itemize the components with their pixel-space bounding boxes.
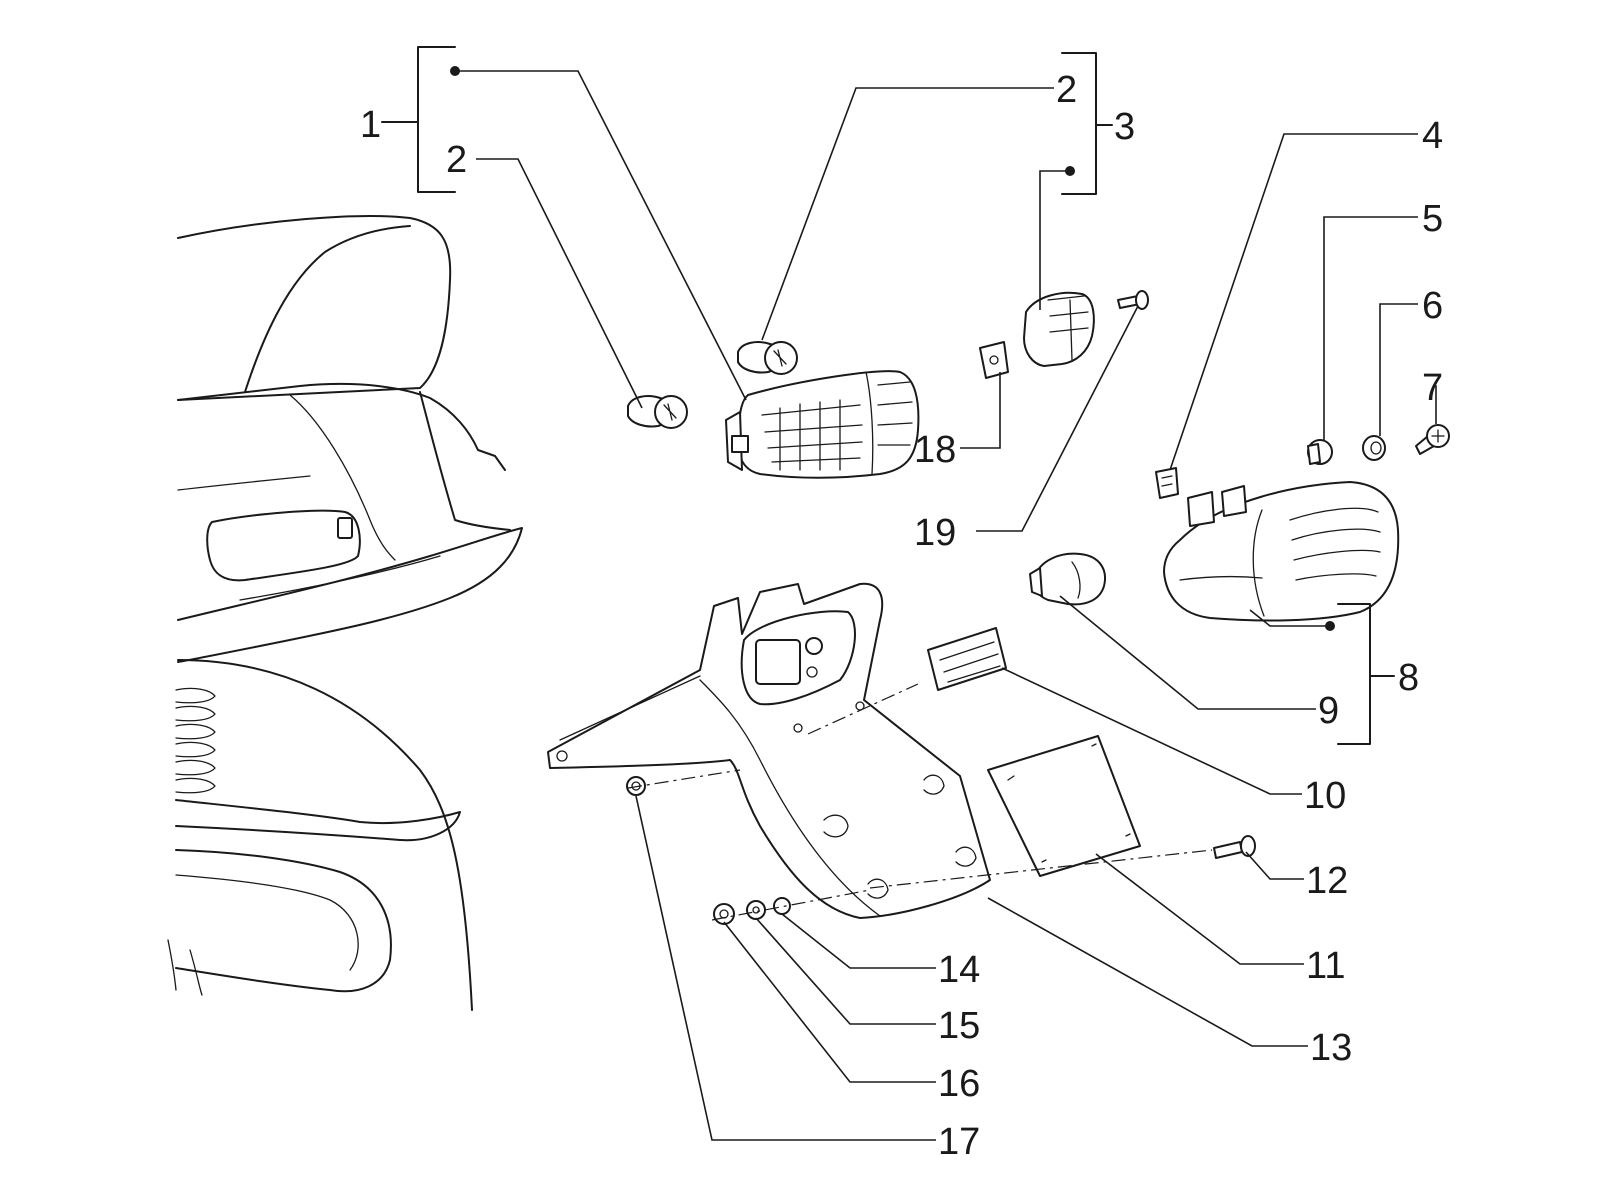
grommet-6 xyxy=(1362,435,1386,461)
callout-2b: 2 xyxy=(1056,69,1077,111)
tire-line-2 xyxy=(189,949,203,996)
callout-18: 18 xyxy=(914,429,956,471)
side-panel-top xyxy=(177,382,506,471)
callout-4: 4 xyxy=(1422,115,1443,157)
clip-18 xyxy=(979,341,1009,379)
side-panel-crease xyxy=(289,394,396,561)
side-panel-edge xyxy=(419,391,511,531)
wheel-arch xyxy=(177,659,473,1011)
callout-1: 1 xyxy=(360,104,381,146)
callout-16: 16 xyxy=(938,1063,980,1105)
callout-6: 6 xyxy=(1422,285,1443,327)
lower-shell-inner xyxy=(239,555,441,601)
bulb-holder xyxy=(1023,291,1095,367)
assembly-axes xyxy=(627,683,1213,921)
callout-2a: 2 xyxy=(446,139,467,181)
callout-13: 13 xyxy=(1310,1027,1352,1069)
callout-10: 10 xyxy=(1304,775,1346,817)
screw-12 xyxy=(1213,835,1256,859)
bracket-1 xyxy=(381,46,456,193)
screw-19 xyxy=(1117,290,1149,310)
silencer-inner xyxy=(175,874,359,971)
screw-7 xyxy=(1415,424,1450,455)
terminal-4 xyxy=(1155,467,1179,499)
tire-line-1 xyxy=(167,939,177,991)
shock-spring xyxy=(175,687,216,794)
callout-15: 15 xyxy=(938,1005,980,1047)
lower-shell xyxy=(177,527,523,663)
silencer-top xyxy=(175,849,392,993)
seat-outline xyxy=(177,215,452,401)
callout-14: 14 xyxy=(938,949,980,991)
callout-11: 11 xyxy=(1306,945,1345,987)
callout-12: 12 xyxy=(1306,860,1348,902)
bulb-left xyxy=(627,395,688,429)
handle-latch xyxy=(337,517,353,539)
scooter-rear-body xyxy=(167,215,523,1011)
fasteners-14-17 xyxy=(626,776,791,925)
callout-17: 17 xyxy=(938,1121,980,1163)
reflector-10 xyxy=(927,627,1007,691)
mudflap xyxy=(175,799,461,842)
mudguard-13 xyxy=(547,582,991,919)
bushing-5 xyxy=(1307,439,1333,465)
bulb-center xyxy=(737,341,798,375)
callout-8: 8 xyxy=(1398,657,1419,699)
callout-7: 7 xyxy=(1422,367,1443,409)
bracket-8 xyxy=(1337,603,1395,745)
side-panel-line xyxy=(177,475,311,491)
turn-signal-unit xyxy=(1163,481,1400,622)
leader-lines xyxy=(450,66,1437,1141)
bracket-3 xyxy=(1061,52,1113,195)
callout-5: 5 xyxy=(1422,198,1443,240)
callout-3: 3 xyxy=(1114,106,1135,148)
plate-11 xyxy=(987,735,1141,877)
seat-front-curve xyxy=(244,225,411,393)
bulb-9 xyxy=(1029,552,1106,606)
callout-19: 19 xyxy=(914,512,956,554)
handle-recess xyxy=(206,509,361,582)
callout-9: 9 xyxy=(1318,690,1339,732)
rear-light-unit xyxy=(725,370,920,479)
callout-labels: 1 2 2 3 4 5 6 7 8 9 10 11 12 13 14 15 16… xyxy=(360,69,1443,1163)
